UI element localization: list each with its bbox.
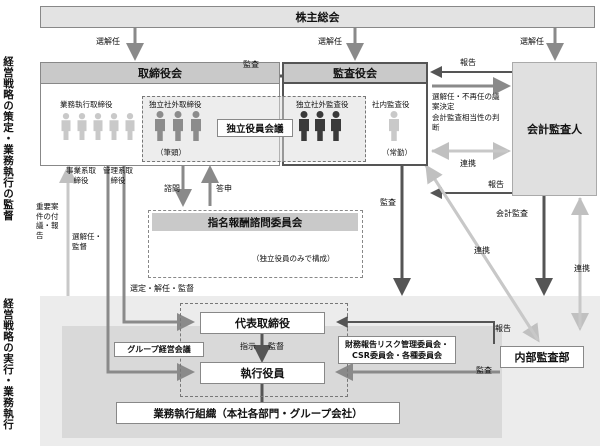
outside-directors-label: 独立社外取締役 — [149, 100, 202, 109]
label-select-supervise: 選定・解任・監督 — [130, 284, 194, 293]
board-title: 取締役会 — [40, 62, 280, 84]
director-person-icon — [93, 113, 103, 140]
outside-director-person-icon — [155, 111, 165, 141]
inside-auditor-person-icon — [389, 111, 399, 141]
director-person-icon — [125, 113, 135, 140]
nomination-committee-title: 指名報酬諮問委員会 — [152, 213, 358, 231]
outside-auditors-label: 独立社外監査役 — [296, 100, 349, 109]
label-evaluation: 会計監査相当性の判断 — [432, 113, 500, 132]
label-accounting-audit: 会計監査 — [496, 209, 528, 218]
label-audit-3: 監査 — [476, 366, 492, 375]
nomination-note: （独立役員のみで構成） — [252, 254, 335, 263]
label-instruct: 指示 — [240, 342, 256, 351]
committees-box: 財務報告リスク管理委員会・CSR委員会・各種委員会 — [338, 336, 456, 364]
chair-note: （筆頭） — [156, 148, 186, 157]
internal-audit-box: 内部監査部 — [500, 346, 584, 368]
director-person-icon — [77, 113, 87, 140]
label-report-2: 報告 — [488, 180, 504, 189]
independent-meeting-box: 独立役員会議 — [217, 119, 293, 137]
label-elect-supervise: 選解任・監督 — [72, 232, 102, 251]
executive-officers-box: 執行役員 — [200, 362, 325, 384]
business-directors-label: 事業系取締役 — [66, 166, 96, 185]
label-report-3: 報告 — [495, 324, 511, 333]
outside-auditor-person-icon — [299, 111, 309, 141]
label-decision: 選解任・不再任の議案決定 — [432, 92, 500, 111]
exec-directors-label: 業務執行取締役 — [60, 100, 113, 109]
audit-board-title: 監査役会 — [282, 62, 428, 84]
section-label-execution: 経営戦略の実行・業務執行 — [2, 298, 14, 430]
label-cooperation-2: 連携 — [474, 246, 490, 255]
accounting-auditor-box: 会計監査人 — [512, 62, 597, 196]
shareholders-meeting-box: 株主総会 — [40, 6, 595, 28]
fulltime-note: （常勤） — [382, 148, 412, 157]
label-audit-2: 監査 — [380, 198, 396, 207]
group-meeting-box: グループ経営会議 — [114, 342, 204, 357]
inside-auditor-label: 社内監査役 — [372, 100, 410, 109]
label-elect-2: 選解任 — [318, 37, 342, 46]
business-organization-box: 業務執行組織（本社各部門・グループ会社） — [116, 402, 400, 424]
label-cooperation-3: 連携 — [574, 264, 590, 273]
outside-auditor-person-icon — [331, 111, 341, 141]
admin-directors-label: 管理系取締役 — [103, 166, 133, 185]
outside-auditor-person-icon — [315, 111, 325, 141]
label-inquiry: 諮問 — [164, 184, 180, 193]
outside-director-person-icon — [191, 111, 201, 141]
label-supervise: 監督 — [268, 342, 284, 351]
label-reply: 答申 — [216, 184, 232, 193]
director-person-icon — [61, 113, 71, 140]
president-box: 代表取締役 — [200, 312, 325, 334]
label-cooperation-1: 連携 — [460, 159, 476, 168]
label-elect-1: 選解任 — [96, 37, 120, 46]
director-person-icon — [109, 113, 119, 140]
label-important-matters: 重要案件の付議・報告 — [36, 202, 59, 240]
label-audit-board: 監査 — [243, 60, 259, 69]
label-elect-3: 選解任 — [520, 37, 544, 46]
label-report-auditor: 報告 — [460, 58, 476, 67]
section-label-supervision: 経営戦略の策定・業務執行の監督 — [2, 56, 14, 221]
outside-director-person-icon — [173, 111, 183, 141]
